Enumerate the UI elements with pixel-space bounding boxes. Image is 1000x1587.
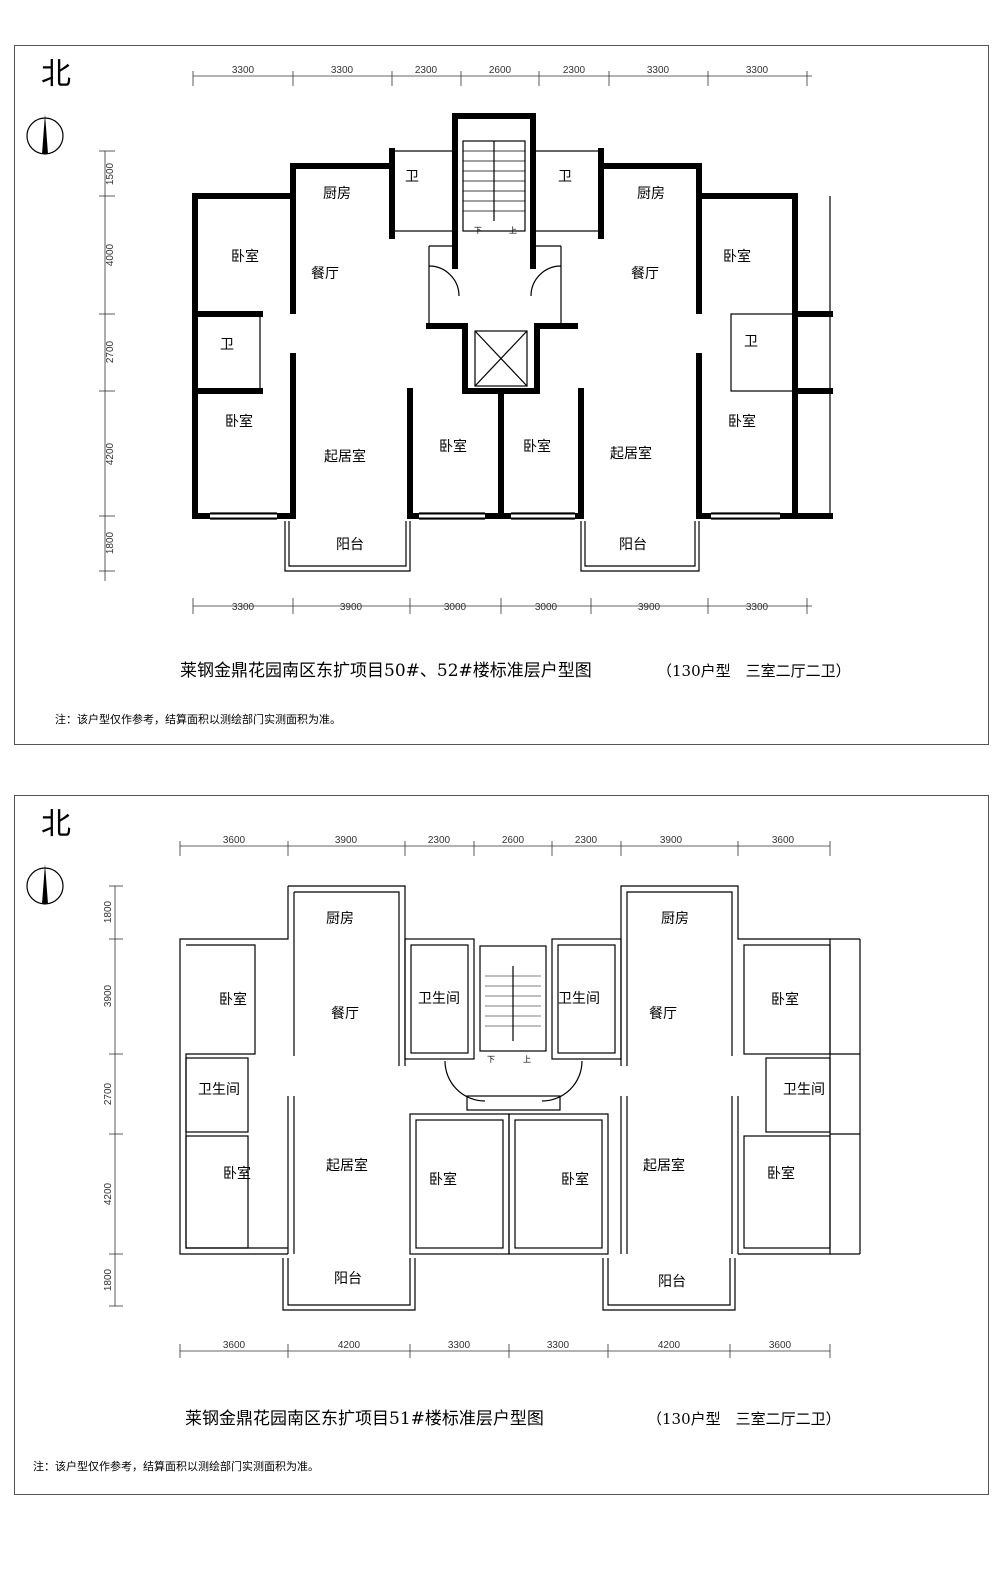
room-bedroom-se: 卧室 [767,1165,795,1182]
left-dim-ticks [99,150,115,572]
left-dim-5: 1800 [103,1268,114,1291]
room-bedroom-center-left: 卧室 [439,438,467,455]
left-dim-2: 4000 [105,243,116,266]
left-dim-1: 1800 [103,900,114,923]
stair-down-label: 下 [487,1055,495,1064]
left-dim-3: 2700 [105,340,116,363]
top-dim-1: 3600 [223,835,246,846]
left-dim-4: 4200 [103,1182,114,1205]
plan-note: 注：该户型仅作参考，结算面积以测绘部门实测面积为准。 [33,1460,319,1473]
bottom-dim-6: 3600 [769,1340,792,1351]
plan-title: 莱钢金鼎花园南区东扩项目51#楼标准层户型图 [185,1409,544,1429]
plan-subtitle: （130户型 三室二厅二卫） [657,662,851,680]
room-bath-west: 卫生间 [198,1082,240,1098]
top-dim-2: 3900 [335,835,358,846]
top-dim-3: 2300 [415,65,438,76]
top-dim-5: 2300 [563,65,586,76]
bottom-dim-6: 3300 [746,602,769,613]
top-dim-2: 3300 [331,65,354,76]
north-arrow-icon [26,864,64,905]
left-dim-3: 2700 [103,1082,114,1105]
floor-plan-panel-50-52: 北 [14,45,989,745]
room-kitchen-left: 厨房 [323,186,351,202]
bottom-dim-3: 3000 [444,602,467,613]
stair-up-label: 上 [509,226,517,235]
north-label: 北 [41,57,71,92]
room-bedroom-ne: 卧室 [771,991,799,1008]
room-bath-top-left: 卫生间 [418,991,460,1007]
top-dim-ticks [179,841,831,856]
room-bath-top-right: 卫生间 [558,991,600,1007]
bottom-dim-5: 4200 [658,1340,681,1351]
bottom-dim-2: 3900 [340,602,363,613]
room-living-left: 起居室 [326,1157,368,1174]
bottom-dim-1: 3600 [223,1340,246,1351]
room-bedroom-nw: 卧室 [219,991,247,1008]
bottom-dim-3: 3300 [448,1340,471,1351]
room-dining-left: 餐厅 [311,266,339,282]
top-dim-5: 2300 [575,835,598,846]
top-dim-6: 3900 [660,835,683,846]
bottom-dim-1: 3300 [232,602,255,613]
room-living-right: 起居室 [643,1157,685,1174]
top-dim-ticks [192,71,808,86]
top-dim-1: 3300 [232,65,255,76]
bottom-dim-4: 3000 [535,602,558,613]
floor-plan-drawing: 3300 3300 2300 2600 2300 3300 3300 3300 … [99,65,833,614]
top-dim-4: 2600 [502,835,525,846]
room-kitchen-right: 厨房 [661,911,689,927]
room-dining-left: 餐厅 [331,1006,359,1022]
floor-plan-panel-51: 北 36 [14,795,989,1495]
walls [192,113,833,519]
room-living-left: 起居室 [324,448,366,465]
north-arrow-icon [26,114,64,155]
top-dim-7: 3300 [746,65,769,76]
room-bedroom-se: 卧室 [728,413,756,430]
plan-note: 注：该户型仅作参考，结算面积以测绘部门实测面积为准。 [55,713,341,726]
room-kitchen-right: 厨房 [637,186,665,202]
left-dim-1: 1500 [105,162,116,185]
bottom-dim-4: 3300 [547,1340,570,1351]
stair-down-label: 下 [474,226,482,235]
bottom-dim-5: 3900 [638,602,661,613]
bottom-dim-ticks [179,1344,831,1358]
left-dim-ticks [109,885,123,1307]
bottom-dim-ticks [192,598,808,614]
top-dim-7: 3600 [772,835,795,846]
plan-subtitle: （130户型 三室二厅二卫） [647,1410,841,1428]
floor-plan-drawing: 3600 3900 2300 2600 2300 3900 3600 3600 … [103,835,861,1358]
room-living-right: 起居室 [610,445,652,462]
room-bedroom-sw: 卧室 [225,413,253,430]
left-dim-4: 4200 [105,442,116,465]
room-bath-east: 卫 [744,334,758,350]
room-kitchen-left: 厨房 [326,911,354,927]
room-balcony-left: 阳台 [336,537,364,553]
top-dim-4: 2600 [489,65,512,76]
room-bath-west: 卫 [220,337,234,353]
stair-up-label: 上 [523,1055,531,1064]
room-balcony-right: 阳台 [619,537,647,553]
north-label: 北 [41,807,71,842]
room-balcony-left: 阳台 [334,1271,362,1287]
room-balcony-right: 阳台 [658,1274,686,1290]
room-bath-top-right: 卫 [558,169,572,185]
top-dim-6: 3300 [647,65,670,76]
top-dim-3: 2300 [428,835,451,846]
room-dining-right: 餐厅 [649,1006,677,1022]
room-bedroom-center-right: 卧室 [523,438,551,455]
room-bedroom-ne: 卧室 [723,248,751,265]
room-bedroom-nw: 卧室 [231,248,259,265]
room-bedroom-center-left: 卧室 [429,1171,457,1188]
plan-title: 莱钢金鼎花园南区东扩项目50#、52#楼标准层户型图 [180,661,592,681]
room-bedroom-center-right: 卧室 [561,1171,589,1188]
room-bath-east: 卫生间 [783,1082,825,1098]
bottom-dim-2: 4200 [338,1340,361,1351]
walls [179,885,861,1311]
room-bath-top-left: 卫 [405,169,419,185]
room-bedroom-sw: 卧室 [223,1165,251,1182]
room-dining-right: 餐厅 [631,266,659,282]
left-dim-5: 1800 [105,531,116,554]
left-dim-2: 3900 [103,984,114,1007]
